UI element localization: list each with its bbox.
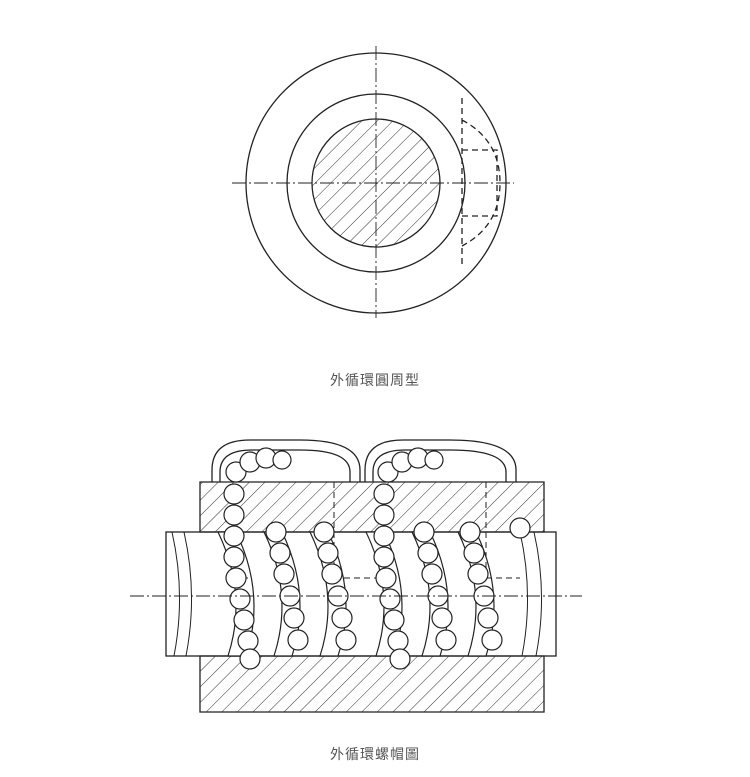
return-tubes	[211, 439, 517, 482]
end-view-figure	[232, 46, 514, 318]
nut-top-section	[199, 481, 545, 533]
center-lines	[232, 46, 514, 318]
figure-caption-section-view: 外循環螺帽圖	[330, 747, 420, 763]
screw-thread-lines	[171, 531, 542, 657]
section-view-figure	[130, 439, 582, 713]
figure-caption-end-view: 外循環圓周型	[330, 373, 420, 389]
